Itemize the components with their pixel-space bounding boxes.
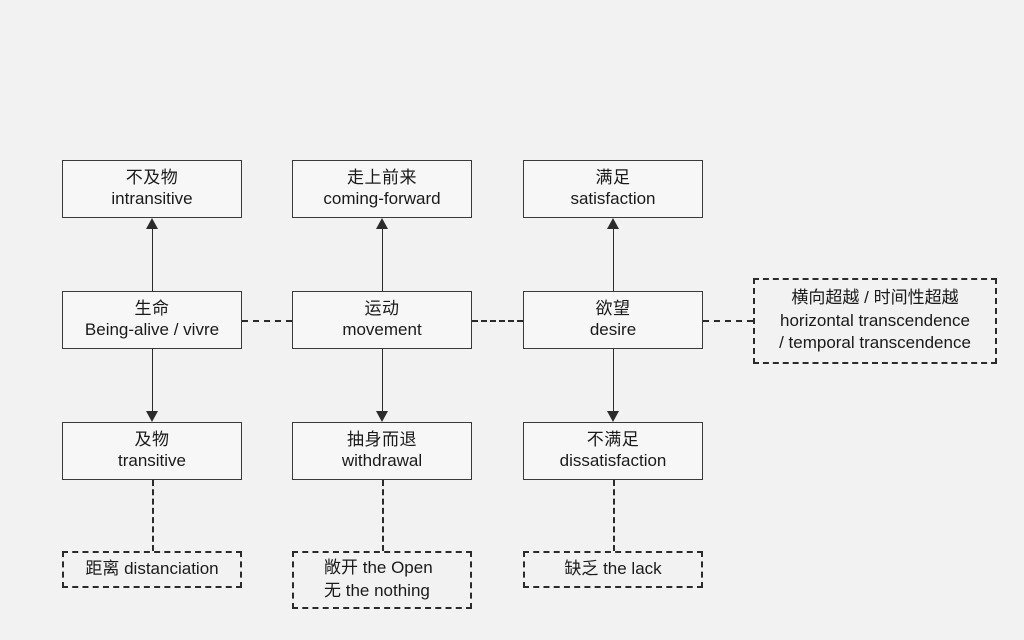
- node-label-cn: 抽身而退: [347, 430, 417, 450]
- node-label-cn: 及物: [134, 430, 170, 450]
- connector-desire-down: [613, 349, 614, 412]
- node-desire[interactable]: 欲望 desire: [523, 291, 703, 349]
- arrowhead-desire-down-icon: [607, 411, 619, 422]
- arrowhead-life-up-icon: [146, 218, 158, 229]
- node-desire-dissatisfaction[interactable]: 不满足 dissatisfaction: [523, 422, 703, 480]
- connector-movement-down: [382, 349, 383, 412]
- connector-desire-transcendence: [703, 320, 753, 322]
- connector-desire-up: [613, 228, 614, 291]
- node-movement-coming-forward[interactable]: 走上前来 coming-forward: [292, 160, 472, 218]
- connector-movement-desire: [472, 320, 523, 322]
- node-life-intransitive[interactable]: 不及物 intransitive: [62, 160, 242, 218]
- note-transcendence[interactable]: 横向超越 / 时间性超越 horizontal transcendence / …: [753, 278, 997, 364]
- connector-movement-up: [382, 228, 383, 291]
- node-label-en: Being-alive / vivre: [84, 320, 220, 339]
- arrowhead-movement-down-icon: [376, 411, 388, 422]
- note-line-1: 横向超越 / 时间性超越: [791, 287, 959, 307]
- node-movement-withdrawal[interactable]: 抽身而退 withdrawal: [292, 422, 472, 480]
- connector-life-movement: [242, 320, 292, 322]
- note-open-nothing[interactable]: 敞开 the Open 无 the nothing: [292, 551, 472, 609]
- node-label-en: satisfaction: [570, 189, 656, 208]
- connector-life-up: [152, 228, 153, 291]
- node-movement[interactable]: 运动 movement: [292, 291, 472, 349]
- node-label-cn: 满足: [595, 168, 631, 188]
- node-life-being-alive[interactable]: 生命 Being-alive / vivre: [62, 291, 242, 349]
- node-label-en: intransitive: [111, 189, 193, 208]
- arrowhead-desire-up-icon: [607, 218, 619, 229]
- note-line-1: 距离 distanciation: [85, 559, 219, 579]
- connector-life-down: [152, 349, 153, 412]
- node-label-cn: 生命: [134, 299, 170, 319]
- arrowhead-movement-up-icon: [376, 218, 388, 229]
- arrowhead-life-down-icon: [146, 411, 158, 422]
- note-line-1: 缺乏 the lack: [564, 559, 662, 579]
- node-label-en: movement: [342, 320, 422, 339]
- node-label-cn: 运动: [364, 299, 400, 319]
- node-label-cn: 走上前来: [347, 168, 417, 188]
- node-label-en: transitive: [117, 451, 187, 470]
- node-label-en: withdrawal: [341, 451, 423, 470]
- node-desire-satisfaction[interactable]: 满足 satisfaction: [523, 160, 703, 218]
- connector-desire-note: [613, 480, 615, 551]
- node-label-cn: 不满足: [586, 430, 640, 450]
- note-line-1: 敞开 the Open: [324, 558, 433, 578]
- note-distanciation[interactable]: 距离 distanciation: [62, 551, 242, 588]
- note-line-2: horizontal transcendence: [780, 310, 970, 330]
- node-label-en: desire: [589, 320, 637, 339]
- connector-movement-note: [382, 480, 384, 551]
- node-label-cn: 不及物: [125, 168, 179, 188]
- node-label-en: coming-forward: [323, 189, 441, 208]
- node-life-transitive[interactable]: 及物 transitive: [62, 422, 242, 480]
- note-line-2: 无 the nothing: [324, 581, 430, 600]
- node-label-cn: 欲望: [595, 299, 631, 319]
- node-label-en: dissatisfaction: [559, 451, 667, 470]
- note-line-3: / temporal transcendence: [779, 333, 971, 353]
- note-the-lack[interactable]: 缺乏 the lack: [523, 551, 703, 588]
- connector-life-note: [152, 480, 154, 551]
